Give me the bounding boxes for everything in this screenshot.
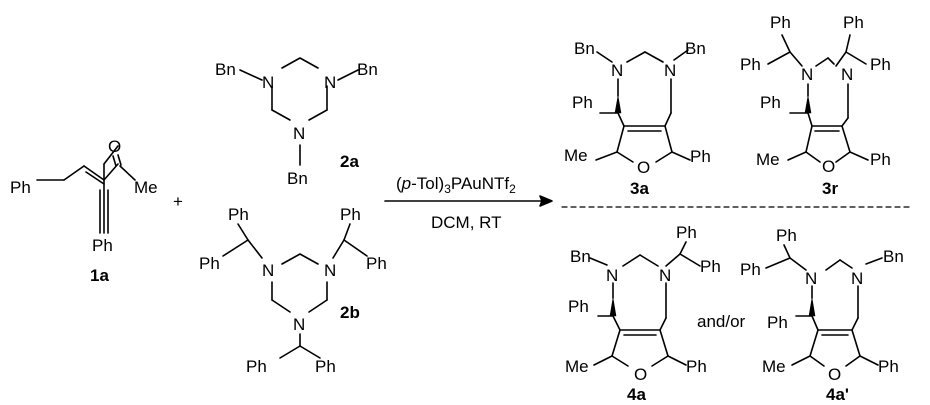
c4ap-n-left: N xyxy=(805,269,817,288)
c2a-n-bottom: N xyxy=(293,124,305,143)
c3a-methyl: Me xyxy=(564,146,588,165)
compound-2b: Ph Ph N N Ph Ph N Ph Ph 2b xyxy=(199,205,387,376)
c4ap-ph-benzyl: Ph xyxy=(767,313,788,332)
c2a-n-left: N xyxy=(262,73,274,92)
compound-1a: Ph O Me Ph 1a xyxy=(10,137,158,285)
c3r-ph-2: Ph xyxy=(740,55,761,74)
c4a-ph-right: Ph xyxy=(700,257,721,276)
c2a-bn-right: Bn xyxy=(357,60,378,79)
c3r-ph-3: Ph xyxy=(843,13,864,32)
c2b-n-right: N xyxy=(324,261,336,280)
and-or-text: and/or xyxy=(697,312,746,331)
reaction-arrowhead xyxy=(539,195,553,207)
c4ap-n-right: N xyxy=(851,269,863,288)
c2a-bn-bottom: Bn xyxy=(287,169,308,188)
c4ap-bn: Bn xyxy=(883,247,904,266)
c1a-methyl: Me xyxy=(134,178,158,197)
c2b-ph-4: Ph xyxy=(366,254,387,273)
c3a-bn-left: Bn xyxy=(574,39,595,58)
c4a-methyl: Me xyxy=(565,357,589,376)
c3r-oxygen: O xyxy=(822,157,835,176)
c3r-ph-4: Ph xyxy=(870,55,891,74)
catalyst-text: (p-Tol)3PAuNTf2 xyxy=(396,174,516,196)
compound-3a: Bn N N Bn Ph Me O Ph 3a xyxy=(564,39,711,198)
c1a-ph-top: Ph xyxy=(10,178,31,197)
c2b-ph-3: Ph xyxy=(340,205,361,224)
c4ap-oxygen: O xyxy=(828,365,841,384)
c2b-ph-5: Ph xyxy=(246,357,267,376)
c3a-bn-right: Bn xyxy=(685,39,706,58)
compound-3r: Ph Ph N N Ph Ph Ph Me O Ph 3r xyxy=(740,13,891,198)
c3a-ph-furan: Ph xyxy=(690,147,711,166)
c3a-n-right: N xyxy=(664,61,676,80)
plus-sign: + xyxy=(173,192,183,211)
c3a-label: 3a xyxy=(630,179,649,198)
c4ap-ph-top: Ph xyxy=(776,226,797,245)
c1a-oxygen: O xyxy=(108,137,121,156)
c3a-n-left: N xyxy=(611,61,623,80)
c4a-label: 4a xyxy=(627,385,646,404)
c2b-ph-1: Ph xyxy=(228,205,249,224)
c4ap-label: 4a' xyxy=(826,385,849,404)
reaction-arrow-group: (p-Tol)3PAuNTf2 DCM, RT xyxy=(384,174,553,232)
c3r-ph-furan: Ph xyxy=(870,150,891,169)
c4a-ph-benzyl: Ph xyxy=(568,297,589,316)
conditions-solvent-temp: DCM, RT xyxy=(431,213,502,232)
c4ap-methyl: Me xyxy=(762,357,786,376)
compound-2a: Bn N N Bn N Bn 2a xyxy=(215,57,378,188)
c3r-label: 3r xyxy=(822,179,838,198)
c3r-n-right: N xyxy=(841,65,853,84)
c2b-n-left: N xyxy=(262,261,274,280)
c2a-label: 2a xyxy=(340,152,359,171)
compound-4a-prime: Ph Ph N N Bn Ph Me O Ph 4a' xyxy=(740,226,904,404)
c4a-oxygen: O xyxy=(634,365,647,384)
c4a-n-left: N xyxy=(606,266,618,285)
c4a-n-right: N xyxy=(659,266,671,285)
c4a-ph-top: Ph xyxy=(676,223,697,242)
c2b-n-bottom: N xyxy=(293,315,305,334)
c3r-methyl: Me xyxy=(756,150,780,169)
c3r-ph-1: Ph xyxy=(770,13,791,32)
compound-4a: Bn N N Ph Ph Ph Me O Ph 4a xyxy=(565,223,721,404)
c1a-label: 1a xyxy=(90,266,109,285)
c4ap-ph-furan: Ph xyxy=(878,357,899,376)
c2a-bn-left: Bn xyxy=(215,60,236,79)
c3r-ph-benzyl: Ph xyxy=(760,93,781,112)
c3a-ph-benzyl: Ph xyxy=(572,93,593,112)
c4a-ph-furan: Ph xyxy=(686,357,707,376)
c1a-ph-bottom: Ph xyxy=(92,236,113,255)
c4a-bn: Bn xyxy=(570,247,591,266)
c2b-ph-6: Ph xyxy=(315,357,336,376)
c2a-n-right: N xyxy=(324,73,336,92)
c2b-label: 2b xyxy=(340,303,360,322)
c3a-oxygen: O xyxy=(637,158,650,177)
c3r-n-left: N xyxy=(801,65,813,84)
c2b-ph-2: Ph xyxy=(199,254,220,273)
c4ap-ph-left: Ph xyxy=(740,260,761,279)
